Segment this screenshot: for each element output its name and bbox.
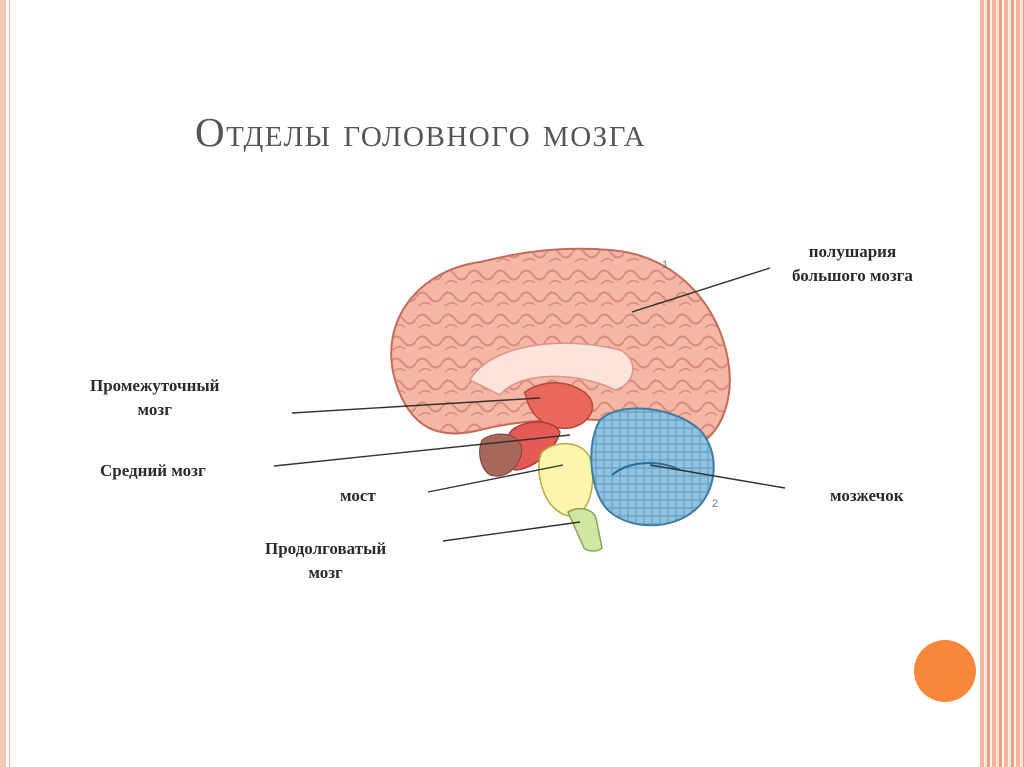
label-diencephalon: Промежуточный мозг bbox=[90, 374, 219, 422]
leader-hemispheres bbox=[631, 267, 771, 313]
leader-cerebellum bbox=[649, 464, 786, 489]
figure-number-1: 1 bbox=[662, 259, 668, 271]
temporal-base bbox=[479, 433, 523, 477]
label-hemispheres: полушария большого мозга bbox=[792, 240, 913, 288]
label-medulla: Продолговатый мозг bbox=[265, 537, 386, 585]
cerebellum-region bbox=[590, 407, 715, 527]
figure-number-2: 2 bbox=[712, 498, 718, 510]
label-hemispheres-line1: полушария bbox=[808, 242, 897, 261]
label-hemispheres-line2: большого мозга bbox=[792, 266, 913, 285]
diencephalon-region bbox=[524, 382, 594, 429]
slide-frame-left bbox=[0, 0, 6, 767]
label-diencephalon-line1: Промежуточный bbox=[90, 376, 220, 395]
label-cerebellum: мозжечок bbox=[830, 486, 904, 505]
pons-region bbox=[538, 442, 594, 517]
slide-frame-line bbox=[9, 0, 10, 767]
label-medulla-line2: мозг bbox=[308, 563, 343, 582]
leader-midbrain bbox=[273, 434, 571, 467]
label-pons: мост bbox=[340, 486, 376, 505]
leader-pons bbox=[427, 464, 564, 493]
slide-frame-right-stripes bbox=[980, 0, 1024, 767]
slide-title: Отделы головного мозга bbox=[195, 109, 647, 155]
leader-diencephalon bbox=[291, 397, 541, 414]
leader-lines bbox=[273, 267, 786, 542]
medulla-region bbox=[567, 507, 603, 552]
label-midbrain: Средний мозг bbox=[100, 461, 206, 480]
corpus-callosum bbox=[468, 342, 634, 396]
label-medulla-line1: Продолговатый bbox=[265, 539, 387, 558]
decorative-circle bbox=[914, 640, 976, 702]
leader-medulla bbox=[442, 521, 581, 542]
label-diencephalon-line2: мозг bbox=[137, 400, 172, 419]
